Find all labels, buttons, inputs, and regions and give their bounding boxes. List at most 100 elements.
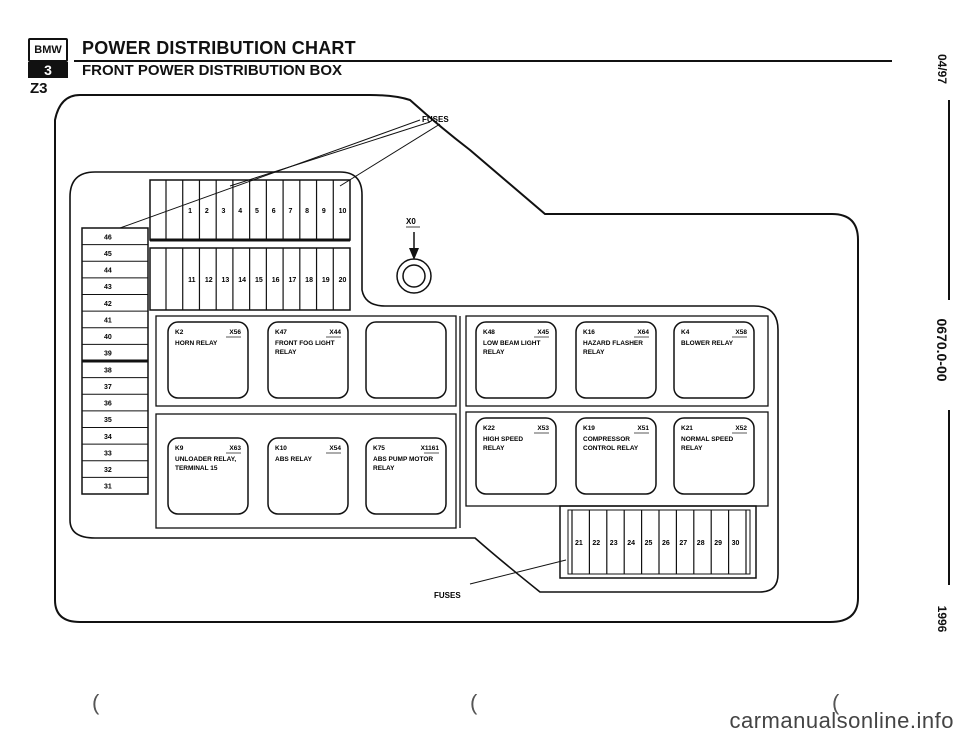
relay-name-line: TERMINAL 15 [175,465,218,472]
relay-id: K19 [583,425,595,432]
relay-connector: X1161 [421,445,440,452]
relay-area-right-upper [465,315,769,407]
side-fuse-number: 31 [104,484,112,491]
fuses-label-top: FUSES [422,115,449,124]
relay-name-line: RELAY [583,349,605,356]
side-fuse-number: 43 [104,284,112,291]
fuse-number: 26 [662,540,670,547]
relay-id: K9 [175,445,184,452]
side-fuse-number: 44 [104,268,112,275]
relay-name-line: HAZARD FLASHER [583,340,643,347]
relay-name-line: RELAY [483,349,505,356]
fuse-number: 25 [645,540,653,547]
fuse-number: 10 [339,208,347,215]
fuse-number: 4 [238,208,242,215]
relay-socket [475,417,557,495]
side-fuse-number: 37 [104,384,112,391]
relay-id: K10 [275,445,287,452]
relay-socket [673,417,755,495]
fuse-number: 9 [322,208,326,215]
ground-arrow-head [409,248,419,260]
fuse-number: 23 [610,540,618,547]
side-fuse-number: 45 [104,251,112,258]
relay-name-line: RELAY [275,349,297,356]
side-fuse-number: 39 [104,351,112,358]
relay-socket [267,321,349,399]
fuse-number: 21 [575,540,583,547]
model-label: Z3 [30,80,48,97]
fuse-number: 8 [305,208,309,215]
fuse-number: 20 [339,277,347,284]
relay-name-line: NORMAL SPEED [681,436,734,443]
side-fuse-number: 42 [104,301,112,308]
relay-id: K21 [681,425,693,432]
relay-name-line: HIGH SPEED [483,436,523,443]
title-rule [74,60,892,62]
fuse-number: 28 [697,540,705,547]
relay-name-line: LOW BEAM LIGHT [483,340,540,347]
relay-name-line: RELAY [681,445,703,452]
side-rule-2 [948,410,950,585]
fuse-number: 2 [205,208,209,215]
relay-connector: X44 [329,329,341,336]
fuse-number: 7 [288,208,292,215]
side-rule-1 [948,100,950,300]
fuse-number: 18 [305,277,313,284]
side-fuse-number: 36 [104,401,112,408]
fuse-number: 19 [322,277,330,284]
side-fuse-number: 40 [104,334,112,341]
relay-connector: X51 [637,425,649,432]
relay-id: K48 [483,329,495,336]
relay-name-line: CONTROL RELAY [583,445,639,452]
fuse-number: 3 [222,208,226,215]
relay-socket [575,417,657,495]
fuse-number: 27 [679,540,687,547]
relay-socket [365,437,447,515]
fuse-number: 13 [222,277,230,284]
fuse-number: 30 [732,540,740,547]
ground-stud-inner [402,264,426,288]
relay-name-line: RELAY [373,465,395,472]
fuse-number: 17 [288,277,296,284]
relay-connector: X45 [537,329,549,336]
fuse-number: 24 [627,540,635,547]
relay-name-line: RELAY [483,445,505,452]
relay-connector: X54 [329,445,341,452]
relay-id: K2 [175,329,184,336]
scan-mark-3: ( [832,690,840,715]
relay-id: K47 [275,329,287,336]
relay-connector: X64 [637,329,649,336]
relay-socket [365,321,447,399]
side-fuse-number: 34 [104,434,112,441]
scan-mark-2: ( [470,690,478,715]
side-fuse-number: 38 [104,367,112,374]
fuses-leader-3 [339,123,441,187]
fuse-number: 14 [238,277,246,284]
fuses-label-bottom: FUSES [434,591,461,600]
scan-mark-1: ( [92,690,100,715]
fuses-leader-bottom [469,559,567,585]
relay-connector: X56 [229,329,241,336]
fuse-number: 12 [205,277,213,284]
inner-body-outline [69,171,779,593]
side-fuse-number: 33 [104,450,112,457]
relay-socket [673,321,755,399]
relay-area-right-lower [465,411,769,507]
page-subtitle: FRONT POWER DISTRIBUTION BOX [82,62,342,79]
relay-name-line: HORN RELAY [175,340,218,347]
fuse-number: 15 [255,277,263,284]
relay-id: K16 [583,329,595,336]
housing-outline [54,94,859,623]
side-fuse-number: 35 [104,417,112,424]
relay-area-left-upper [155,315,457,407]
relay-connector: X63 [229,445,241,452]
relay-name-line: ABS PUMP MOTOR [373,456,433,463]
watermark: carmanualsonline.info [729,708,954,733]
relay-name-line: FRONT FOG LIGHT [275,340,335,347]
relay-name-line: UNLOADER RELAY, [175,456,236,463]
side-fuse-number: 32 [104,467,112,474]
fuse-number: 29 [714,540,722,547]
